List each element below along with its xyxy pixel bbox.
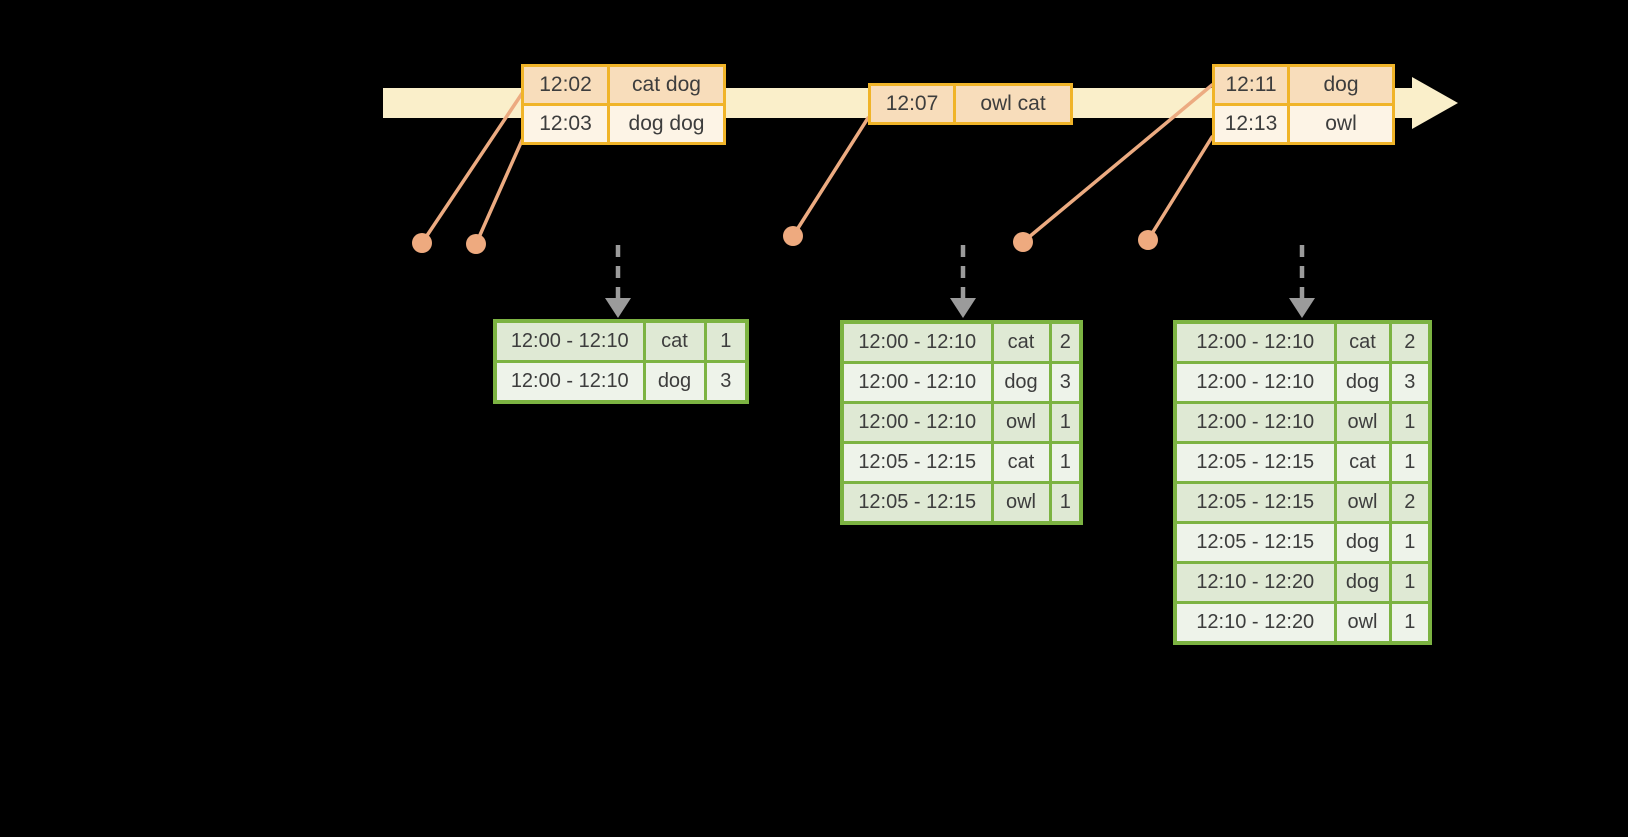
table-cell-count: 3 xyxy=(1388,361,1432,404)
table-cell-window: 12:05 - 12:15 xyxy=(840,441,994,484)
table-cell-window: 12:05 - 12:15 xyxy=(1173,441,1337,484)
table-cell-word: owl xyxy=(990,481,1052,525)
table-cell-window: 12:00 - 12:10 xyxy=(493,360,646,404)
table-cell-count: 1 xyxy=(1048,441,1083,484)
table-cell-window: 12:05 - 12:15 xyxy=(1173,521,1337,564)
table-cell-count: 2 xyxy=(1388,320,1432,364)
table-cell-word: dog xyxy=(1333,561,1392,604)
table-cell-window: 12:10 - 12:20 xyxy=(1173,601,1337,645)
table-cell-count: 1 xyxy=(1388,441,1432,484)
table-cell-count: 1 xyxy=(1388,561,1432,604)
table-cell-word: owl xyxy=(1333,401,1392,444)
table-cell-window: 12:00 - 12:10 xyxy=(840,401,994,444)
table-cell-window: 12:00 - 12:10 xyxy=(840,361,994,404)
event-dot xyxy=(466,234,486,254)
table-cell-window: 12:00 - 12:10 xyxy=(1173,320,1337,364)
table-cell-count: 1 xyxy=(1048,401,1083,444)
table-cell-words: dog xyxy=(1287,64,1395,106)
table-cell-count: 1 xyxy=(1388,601,1432,645)
connector-line xyxy=(420,90,525,245)
table-cell-word: dog xyxy=(1333,361,1392,404)
table-cell-count: 3 xyxy=(1048,361,1083,404)
table-cell-count: 3 xyxy=(703,360,749,404)
table-cell-word: dog xyxy=(642,360,707,404)
table-cell-word: cat xyxy=(990,441,1052,484)
table-cell-word: owl xyxy=(990,401,1052,444)
table-cell-window: 12:00 - 12:10 xyxy=(1173,401,1337,444)
table-cell-words: cat dog xyxy=(607,64,726,106)
table-cell-word: owl xyxy=(1333,601,1392,645)
connector-line xyxy=(791,116,870,238)
table-cell-count: 1 xyxy=(1388,521,1432,564)
table-cell-words: owl xyxy=(1287,103,1395,145)
table-cell-time: 12:02 xyxy=(521,64,610,106)
table-cell-word: owl xyxy=(1333,481,1392,524)
connector-line xyxy=(474,136,525,246)
trigger-arrowhead-icon xyxy=(1289,298,1315,318)
table-cell-window: 12:05 - 12:15 xyxy=(1173,481,1337,524)
table-cell-window: 12:00 - 12:10 xyxy=(1173,361,1337,404)
table-cell-word: cat xyxy=(990,320,1052,364)
table-cell-count: 1 xyxy=(703,319,749,363)
table-cell-word: cat xyxy=(1333,441,1392,484)
connector-line xyxy=(1021,83,1214,244)
trigger-arrowhead-icon xyxy=(950,298,976,318)
table-cell-count: 1 xyxy=(1048,481,1083,525)
table-cell-window: 12:05 - 12:15 xyxy=(840,481,994,525)
table-cell-time: 12:07 xyxy=(868,83,956,125)
table-cell-time: 12:03 xyxy=(521,103,610,145)
event-dot xyxy=(412,233,432,253)
table-cell-time: 12:11 xyxy=(1212,64,1290,106)
trigger-arrowhead-icon xyxy=(605,298,631,318)
table-cell-window: 12:00 - 12:10 xyxy=(840,320,994,364)
table-cell-window: 12:00 - 12:10 xyxy=(493,319,646,363)
event-dot xyxy=(1138,230,1158,250)
table-cell-word: dog xyxy=(1333,521,1392,564)
table-cell-window: 12:10 - 12:20 xyxy=(1173,561,1337,604)
event-dot xyxy=(1013,232,1033,252)
table-cell-count: 1 xyxy=(1388,401,1432,444)
table-cell-time: 12:13 xyxy=(1212,103,1290,145)
table-cell-word: cat xyxy=(1333,320,1392,364)
table-cell-words: dog dog xyxy=(607,103,726,145)
event-dot xyxy=(783,226,803,246)
connector-line xyxy=(1146,135,1214,242)
table-cell-count: 2 xyxy=(1048,320,1083,364)
timeline-arrowhead-icon xyxy=(1412,77,1458,129)
table-cell-word: cat xyxy=(642,319,707,363)
table-cell-words: owl cat xyxy=(953,83,1073,125)
table-cell-word: dog xyxy=(990,361,1052,404)
table-cell-count: 2 xyxy=(1388,481,1432,524)
